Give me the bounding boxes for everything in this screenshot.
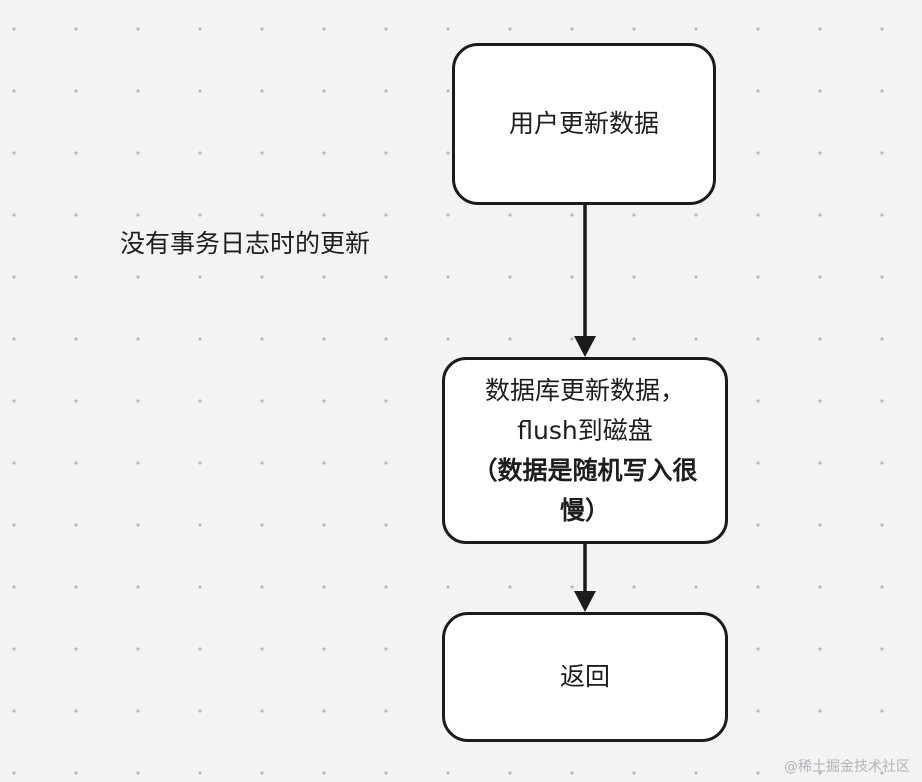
arrowhead-icon — [574, 336, 596, 357]
edge-db-update-to-return — [574, 544, 596, 612]
node-user-update[interactable]: 用户更新数据 — [452, 43, 716, 205]
node-db-update-line-3: （数据是随机写入很 — [472, 455, 698, 485]
node-user-update-text: 用户更新数据 — [508, 109, 659, 138]
node-db-update-line-4: 慢） — [559, 495, 610, 525]
node-db-update-line-1: 数据库更新数据， — [484, 375, 685, 405]
watermark-text: @稀土掘金技术社区 — [784, 759, 910, 775]
node-return-text: 返回 — [559, 662, 610, 691]
node-db-update[interactable]: 数据库更新数据， flush到磁盘 （数据是随机写入很 慢） — [442, 357, 728, 544]
arrowhead-icon — [574, 591, 596, 612]
node-db-update-line-2: flush到磁盘 — [517, 415, 653, 445]
node-return[interactable]: 返回 — [442, 612, 728, 742]
edge-user-update-to-db-update — [574, 205, 596, 357]
diagram-title-label: 没有事务日志时的更新 — [120, 229, 371, 258]
